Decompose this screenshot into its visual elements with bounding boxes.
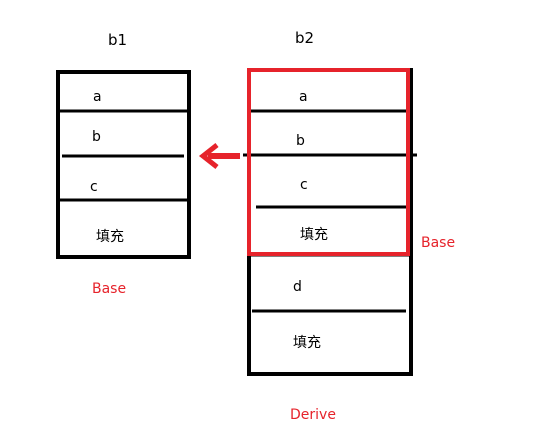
b1-field-a: a — [93, 89, 102, 105]
b2-field-c: c — [300, 177, 308, 193]
left-arrow-icon — [198, 143, 240, 169]
b2-box — [243, 68, 417, 376]
b1-field-c: c — [90, 179, 98, 195]
b1-box — [56, 70, 191, 259]
b2-caption: Derive — [290, 407, 336, 423]
b1-caption: Base — [92, 281, 126, 297]
b2-title: b2 — [295, 29, 314, 47]
b2-field-derived-padding: 填充 — [293, 335, 321, 351]
b1-field-padding: 填充 — [96, 229, 124, 245]
b2-base-caption: Base — [421, 235, 455, 251]
b2-field-padding: 填充 — [300, 227, 328, 243]
b1-field-b: b — [92, 129, 101, 145]
b2-base-highlight — [247, 68, 410, 256]
b1-title: b1 — [108, 31, 127, 49]
b2-field-a: a — [299, 89, 308, 105]
b2-field-d: d — [293, 279, 302, 295]
b2-field-b: b — [296, 133, 305, 149]
